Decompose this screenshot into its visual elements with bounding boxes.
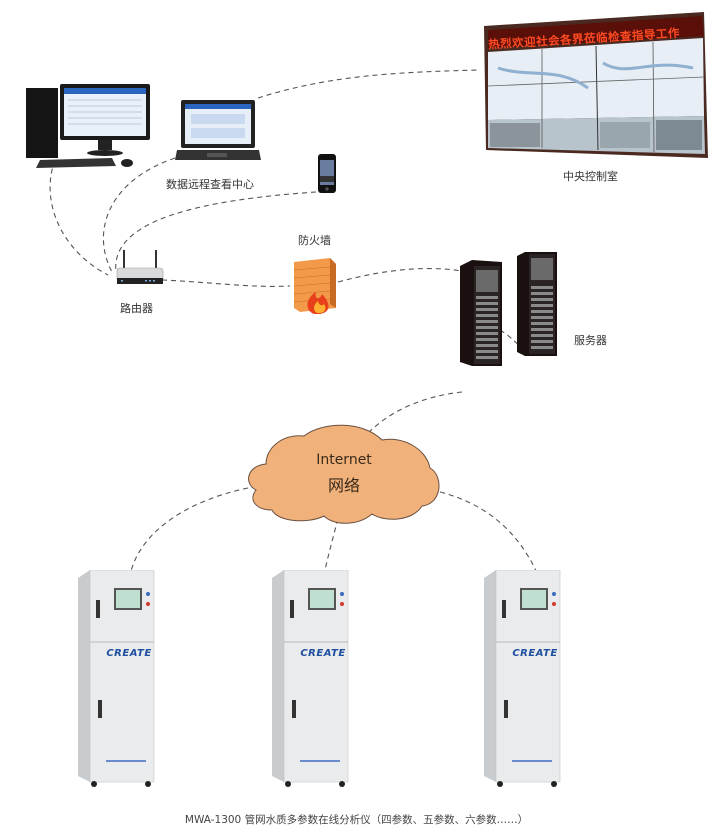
product-caption: MWA-1300 管网水质多参数在线分析仪（四参数、五参数、六参数……）	[184, 814, 529, 826]
control-room-label: 中央控制室	[563, 170, 618, 183]
router-icon	[116, 250, 164, 284]
firewall	[290, 256, 342, 316]
analyzer-brand-logo: CREATE	[300, 648, 346, 659]
router	[115, 248, 165, 290]
server-rack-2	[517, 250, 561, 360]
link-internet-analyzer-3	[439, 491, 539, 576]
analyzer-brand-logo: CREATE	[106, 648, 152, 659]
link-internet-analyzer-1	[129, 487, 249, 576]
network-label: 网络	[327, 476, 360, 495]
link-phone-router	[115, 191, 317, 273]
link-server-server	[499, 329, 523, 349]
analyzer-cabinet-2: CREATE	[272, 569, 352, 792]
link-firewall-server	[337, 267, 463, 283]
firewall-icon	[293, 258, 336, 314]
server-rack-icon	[460, 260, 502, 366]
cloud-icon	[248, 424, 440, 524]
video-wall-icon	[484, 12, 708, 158]
router-label: 路由器	[120, 302, 153, 315]
smartphone	[317, 154, 337, 194]
desktop-computer	[22, 80, 152, 170]
server-rack-1	[460, 258, 504, 368]
control-room-video-wall: 热烈欢迎社会各界莅临检查指导工作	[478, 8, 708, 160]
link-laptop-controlroom	[257, 69, 481, 99]
analyzer-cabinet-1: CREATE	[78, 569, 158, 792]
remote-center-label: 数据远程查看中心	[166, 178, 254, 191]
smartphone-icon	[318, 154, 336, 193]
laptop-icon	[175, 100, 261, 160]
link-laptop-router	[102, 157, 176, 273]
analyzer-cabinet-icon	[272, 569, 349, 787]
firewall-label: 防火墙	[298, 234, 331, 247]
link-router-firewall	[161, 279, 291, 287]
laptop	[175, 98, 261, 164]
analyzer-cabinet-3: CREATE	[484, 569, 564, 792]
analyzer-cabinet-icon	[78, 569, 155, 787]
internet-label: Internet	[316, 452, 372, 468]
server-rack-icon	[517, 252, 557, 356]
analyzer-brand-logo: CREATE	[512, 648, 558, 659]
server-label: 服务器	[574, 334, 607, 347]
desktop-computer-icon	[26, 84, 150, 168]
link-desktop-router	[49, 159, 109, 276]
analyzer-cabinet-icon	[484, 569, 561, 787]
internet-cloud: Internet 网络	[244, 418, 444, 528]
